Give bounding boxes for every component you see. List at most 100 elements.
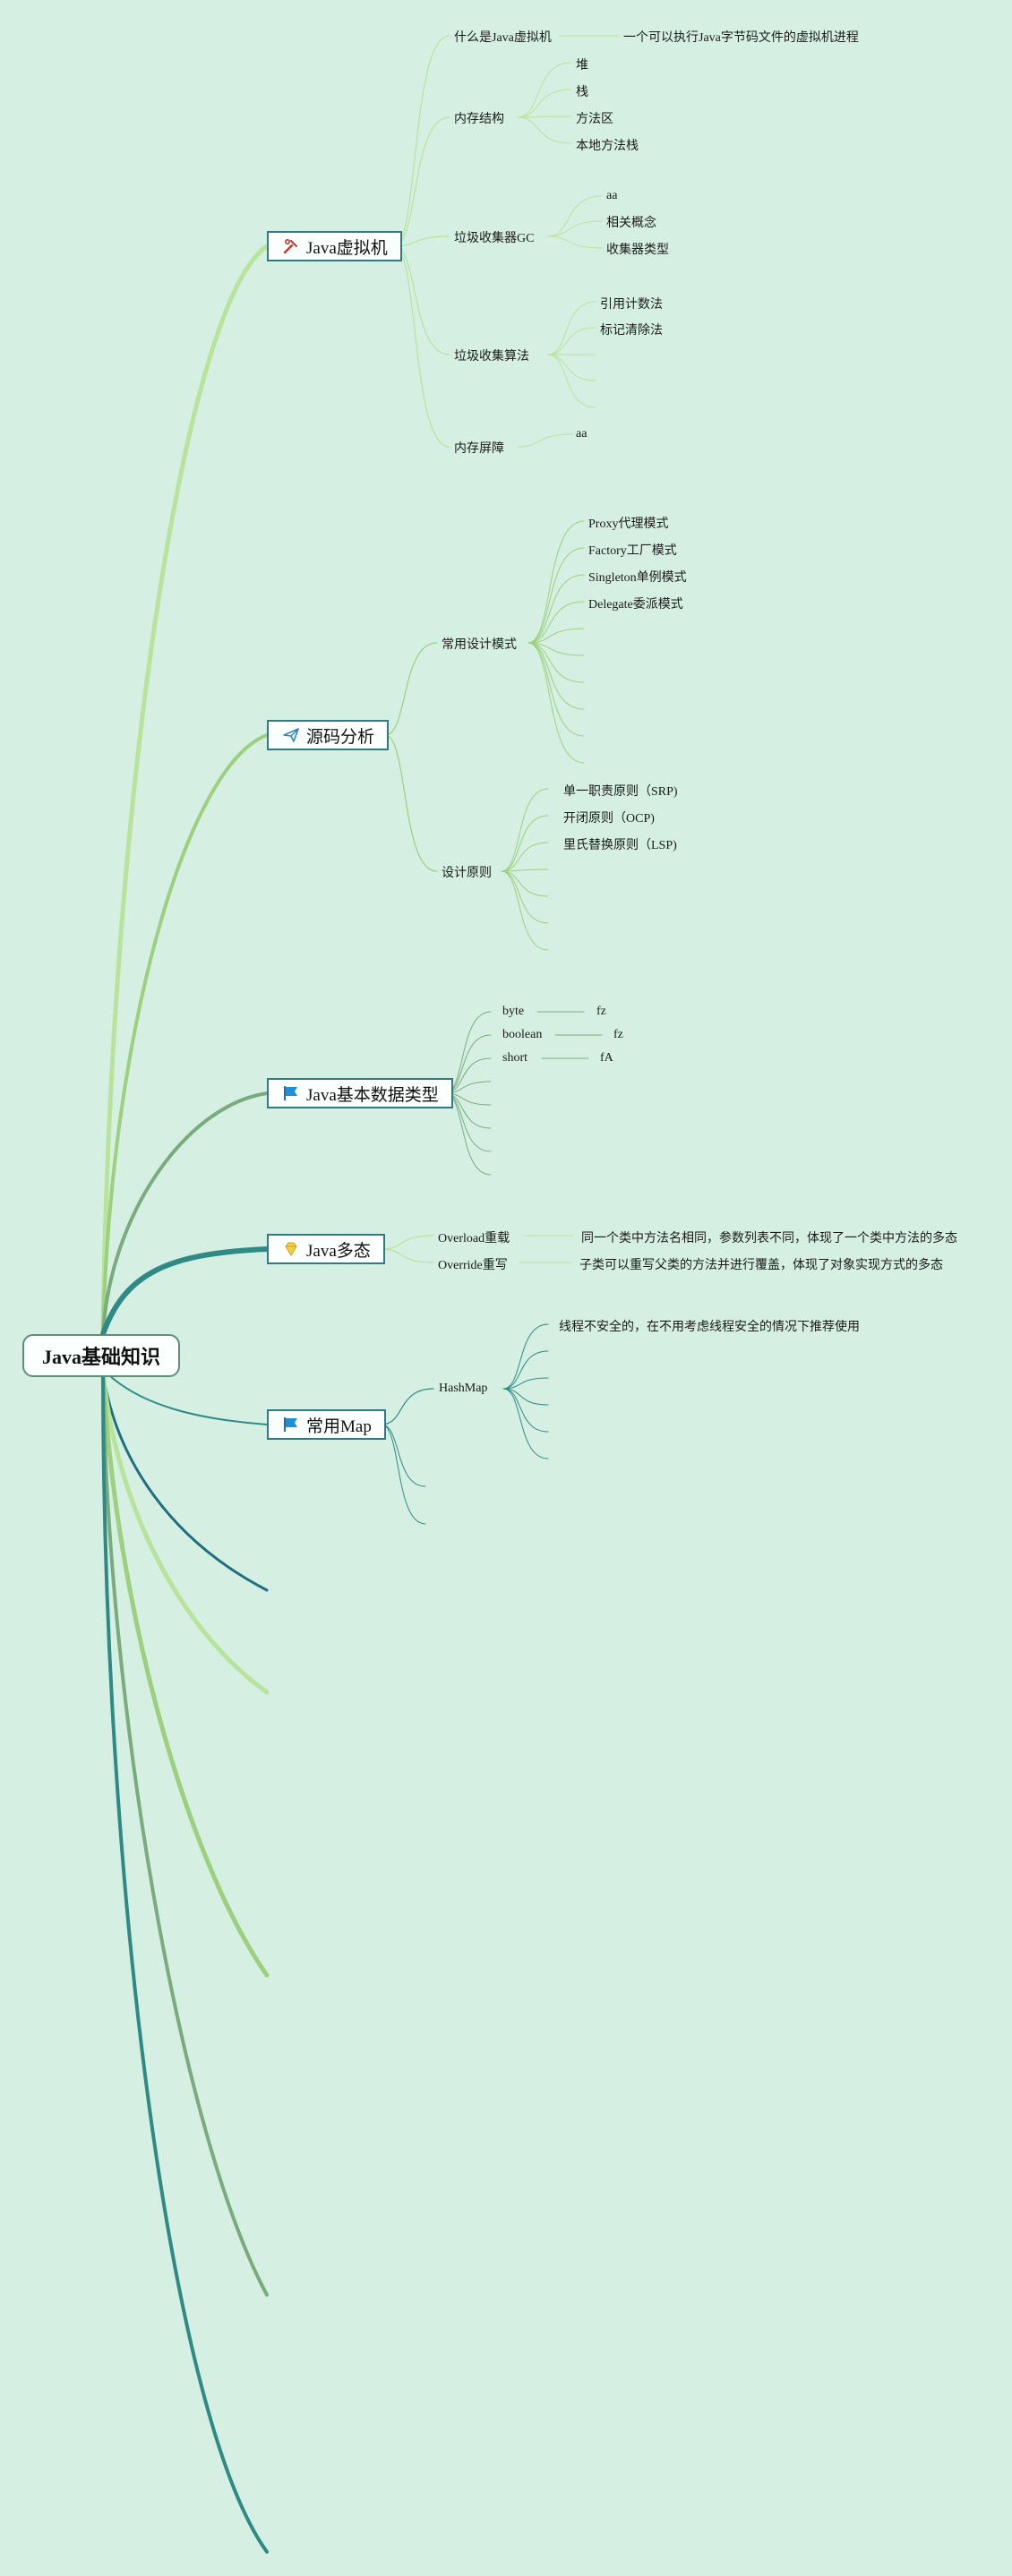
- vm-method-area[interactable]: 方法区: [576, 113, 613, 126]
- connector-line: [502, 1350, 549, 1390]
- connector-line: [501, 842, 549, 872]
- diamond-icon: [281, 1239, 301, 1259]
- src-design-principles[interactable]: 设计原则: [442, 867, 492, 880]
- vm-gc-aa[interactable]: aa: [606, 189, 618, 202]
- branch-source-analysis[interactable]: 源码分析: [267, 720, 390, 750]
- connector-line: [501, 815, 549, 872]
- branch-label: Java基本数据类型: [306, 1085, 439, 1105]
- src-ocp[interactable]: 开闭原则（OCP): [563, 812, 655, 826]
- root-link-empty-3: [100, 1371, 270, 1978]
- src-factory[interactable]: Factory工厂模式: [588, 544, 677, 558]
- connector-line: [381, 1424, 426, 1487]
- poly-override[interactable]: Override重写: [438, 1259, 508, 1272]
- root-link-source: [101, 733, 269, 1336]
- connector-line: [517, 62, 572, 118]
- branch-label: 常用Map: [306, 1416, 372, 1436]
- type-byte-val[interactable]: fz: [596, 1005, 606, 1018]
- map-hashmap[interactable]: HashMap: [439, 1382, 488, 1395]
- root-link-empty-2: [100, 1371, 270, 1695]
- poly-overload[interactable]: Overload重载: [438, 1232, 510, 1245]
- connector-line: [527, 642, 585, 656]
- connector-line: [547, 354, 596, 408]
- branch-label: 源码分析: [306, 727, 375, 747]
- root-link-empty-1: [101, 1372, 269, 1592]
- src-singleton[interactable]: Singleton单例模式: [588, 571, 687, 585]
- root-node[interactable]: Java基础知识: [22, 1334, 180, 1377]
- src-lsp[interactable]: 里氏替换原则（LSP): [563, 839, 677, 852]
- type-boolean[interactable]: boolean: [502, 1028, 543, 1041]
- type-short-val[interactable]: fA: [600, 1051, 613, 1065]
- connector-line: [393, 35, 450, 247]
- connector-line: [547, 301, 596, 355]
- vm-mark-sweep[interactable]: 标记清除法: [600, 324, 663, 338]
- vm-gc-concepts[interactable]: 相关概念: [606, 217, 656, 230]
- flag-icon: [281, 1415, 301, 1434]
- branch-label: Java多态: [306, 1241, 371, 1261]
- connector-line: [384, 642, 438, 736]
- connector-line: [517, 433, 574, 448]
- connector-line: [393, 235, 450, 247]
- root-link-types: [101, 1091, 269, 1336]
- vm-stack[interactable]: 栈: [576, 86, 588, 99]
- vm-gc-algorithms[interactable]: 垃圾收集算法: [454, 350, 529, 364]
- root-link-java-vm: [100, 244, 270, 1337]
- poly-overload-desc[interactable]: 同一个类中方法名相同，参数列表不同，体现了一个类中方法的多态: [581, 1232, 957, 1245]
- connector-line: [517, 116, 572, 118]
- connector-line: [502, 1323, 549, 1390]
- src-proxy[interactable]: Proxy代理模式: [588, 518, 669, 531]
- poly-override-desc[interactable]: 子类可以重写父类的方法并进行覆盖，体现了对象实现方式的多态: [579, 1259, 943, 1272]
- vm-memory-structure[interactable]: 内存结构: [454, 113, 504, 126]
- connector-line: [527, 642, 585, 737]
- branch-java-vm[interactable]: Java虚拟机: [267, 231, 402, 261]
- vm-gc-types[interactable]: 收集器类型: [606, 244, 669, 257]
- connector-line: [547, 235, 603, 249]
- root-link-poly: [100, 1246, 270, 1337]
- branch-common-map[interactable]: 常用Map: [267, 1409, 386, 1440]
- connector-line: [501, 788, 549, 872]
- type-boolean-val[interactable]: fz: [613, 1028, 623, 1041]
- type-byte[interactable]: byte: [502, 1005, 525, 1018]
- connector-line: [527, 601, 585, 644]
- connector-line: [381, 1424, 426, 1525]
- connector-line: [501, 870, 549, 897]
- connector-line: [501, 869, 549, 872]
- type-short[interactable]: short: [502, 1051, 527, 1065]
- vm-barrier-aa[interactable]: aa: [576, 427, 587, 441]
- vm-memory-barrier[interactable]: 内存屏障: [454, 442, 504, 456]
- connector-line: [393, 245, 450, 355]
- connector-line: [527, 642, 585, 683]
- vm-what-is[interactable]: 什么是Java虚拟机: [454, 31, 552, 45]
- connector-line: [547, 354, 596, 381]
- root-link-map: [108, 1374, 268, 1425]
- vm-what-is-desc[interactable]: 一个可以执行Java字节码文件的虚拟机进程: [623, 31, 859, 45]
- connector-line: [381, 1235, 434, 1250]
- src-delegate[interactable]: Delegate委派模式: [588, 598, 683, 612]
- vm-gc[interactable]: 垃圾收集器GC: [454, 232, 535, 245]
- root-link-empty-4: [101, 1372, 269, 2297]
- connector-line: [517, 116, 572, 144]
- vm-ref-counting[interactable]: 引用计数法: [600, 298, 663, 312]
- connector-line: [517, 89, 572, 118]
- connector-line: [502, 1388, 549, 1433]
- connector-line: [527, 520, 585, 644]
- connector-line: [381, 1248, 434, 1263]
- vm-heap[interactable]: 堆: [576, 59, 588, 73]
- connector-line: [527, 574, 585, 644]
- connector-line: [547, 327, 596, 355]
- paper-plane-icon: [281, 725, 301, 745]
- map-hashmap-desc[interactable]: 线程不安全的，在不用考虑线程安全的情况下推荐使用: [559, 1321, 860, 1334]
- connector-line: [502, 1388, 549, 1406]
- tools-icon: [281, 236, 301, 256]
- root-label: Java基础知识: [41, 1346, 160, 1368]
- connector-line: [501, 870, 549, 951]
- connector-line: [381, 1388, 434, 1425]
- vm-native-stack[interactable]: 本地方法栈: [576, 140, 639, 153]
- connector-line: [393, 116, 450, 247]
- src-design-patterns[interactable]: 常用设计模式: [442, 638, 517, 652]
- flag-icon: [281, 1083, 301, 1103]
- src-srp[interactable]: 单一职责原则（SRP): [563, 785, 678, 799]
- branch-primitive-types[interactable]: Java基本数据类型: [267, 1078, 453, 1108]
- branch-polymorphism[interactable]: Java多态: [267, 1234, 385, 1264]
